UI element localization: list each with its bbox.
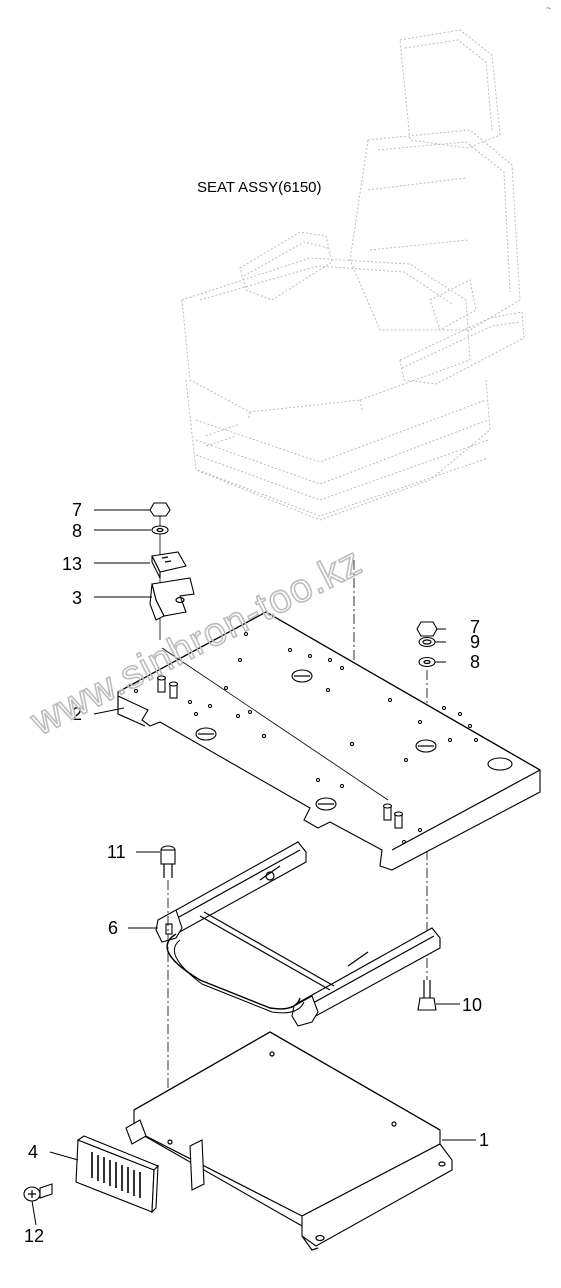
callout-7-right: 7 [470,617,480,637]
callout-8-left: 8 [72,521,82,541]
callout-4: 4 [28,1142,38,1162]
callout-8-right: 8 [470,652,480,672]
washer-8-right [418,656,436,668]
nut-7-right [416,621,438,637]
callout-9: 9 [470,632,480,652]
grille-cover-4 [75,1135,159,1214]
callout-2: 2 [72,704,82,724]
studs [156,675,404,829]
right-fastener-stack [416,621,438,980]
callout-13: 13 [62,554,82,574]
callout-1: 1 [479,1130,489,1150]
callout-11: 11 [107,842,126,862]
callout-6: 6 [108,918,118,938]
callout-10: 10 [462,995,482,1015]
nut-7-left [149,502,171,517]
left-fastener-stack [149,502,195,640]
mounting-plate-2 [117,611,541,871]
washer-9 [418,636,436,648]
callout-7-left: 7 [72,500,82,520]
seat-assembly-outline [181,29,525,521]
callout-3: 3 [72,588,82,608]
bolt-10 [417,980,437,1011]
seat-assy-title: SEAT ASSY(6150) [197,179,322,196]
slide-rails-6 [155,841,441,1027]
callout-12: 12 [24,1226,44,1246]
washer-8-left [151,525,169,535]
base-bracket-1 [125,1031,453,1251]
leader-lines [31,509,476,1226]
screw-12 [23,1183,53,1202]
top-right-mark: ~ [546,3,551,13]
